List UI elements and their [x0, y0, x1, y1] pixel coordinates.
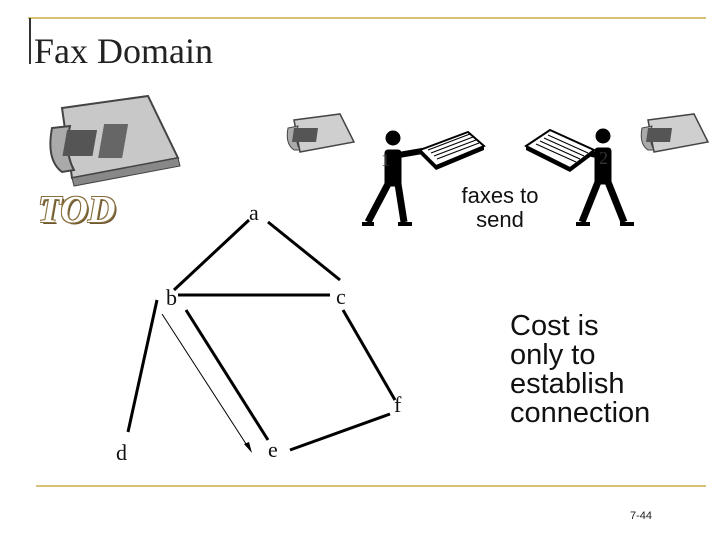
edge-b-d — [126, 299, 159, 433]
edge-b-e — [184, 309, 270, 441]
node-b: b — [166, 285, 177, 310]
page-number: 7-44 — [630, 510, 653, 522]
connection-path-arrow — [161, 313, 251, 451]
cost-note: Cost is only to establish connection — [510, 312, 650, 428]
cost-line-2: only to — [510, 339, 596, 371]
telephone-icon-small-left — [286, 113, 356, 153]
node-f: f — [394, 392, 402, 417]
node-a: a — [249, 200, 259, 225]
telephone-icon-small-right — [640, 113, 710, 153]
telephone-icon-large — [49, 94, 181, 187]
edge-b-a — [172, 218, 251, 292]
person-2-number: 2 — [599, 148, 608, 168]
cost-line-1: Cost is — [510, 310, 599, 342]
edge-e-f — [289, 412, 391, 452]
faxes-label-line-2: send — [476, 207, 524, 232]
tod-logo: TOD — [38, 189, 116, 231]
faxes-to-send-label: faxes to send — [440, 184, 560, 232]
node-e: e — [268, 437, 278, 462]
person-1-number: 1 — [381, 150, 390, 170]
arrow-head — [244, 442, 252, 453]
slide-title: Fax Domain — [34, 31, 213, 71]
fax-paper-icon-right — [524, 128, 596, 172]
cost-line-3: establish — [510, 368, 625, 400]
fax-paper-icon-left — [418, 130, 486, 170]
edge-c-f — [341, 309, 397, 401]
cost-line-4: connection — [510, 397, 651, 429]
node-d: d — [116, 440, 127, 465]
edge-a-c — [267, 220, 341, 282]
network-graph — [126, 218, 397, 452]
faxes-label-line-1: faxes to — [461, 183, 539, 208]
arrow-line — [161, 313, 251, 451]
person-icon-1 — [362, 130, 429, 226]
node-c: c — [336, 284, 346, 309]
